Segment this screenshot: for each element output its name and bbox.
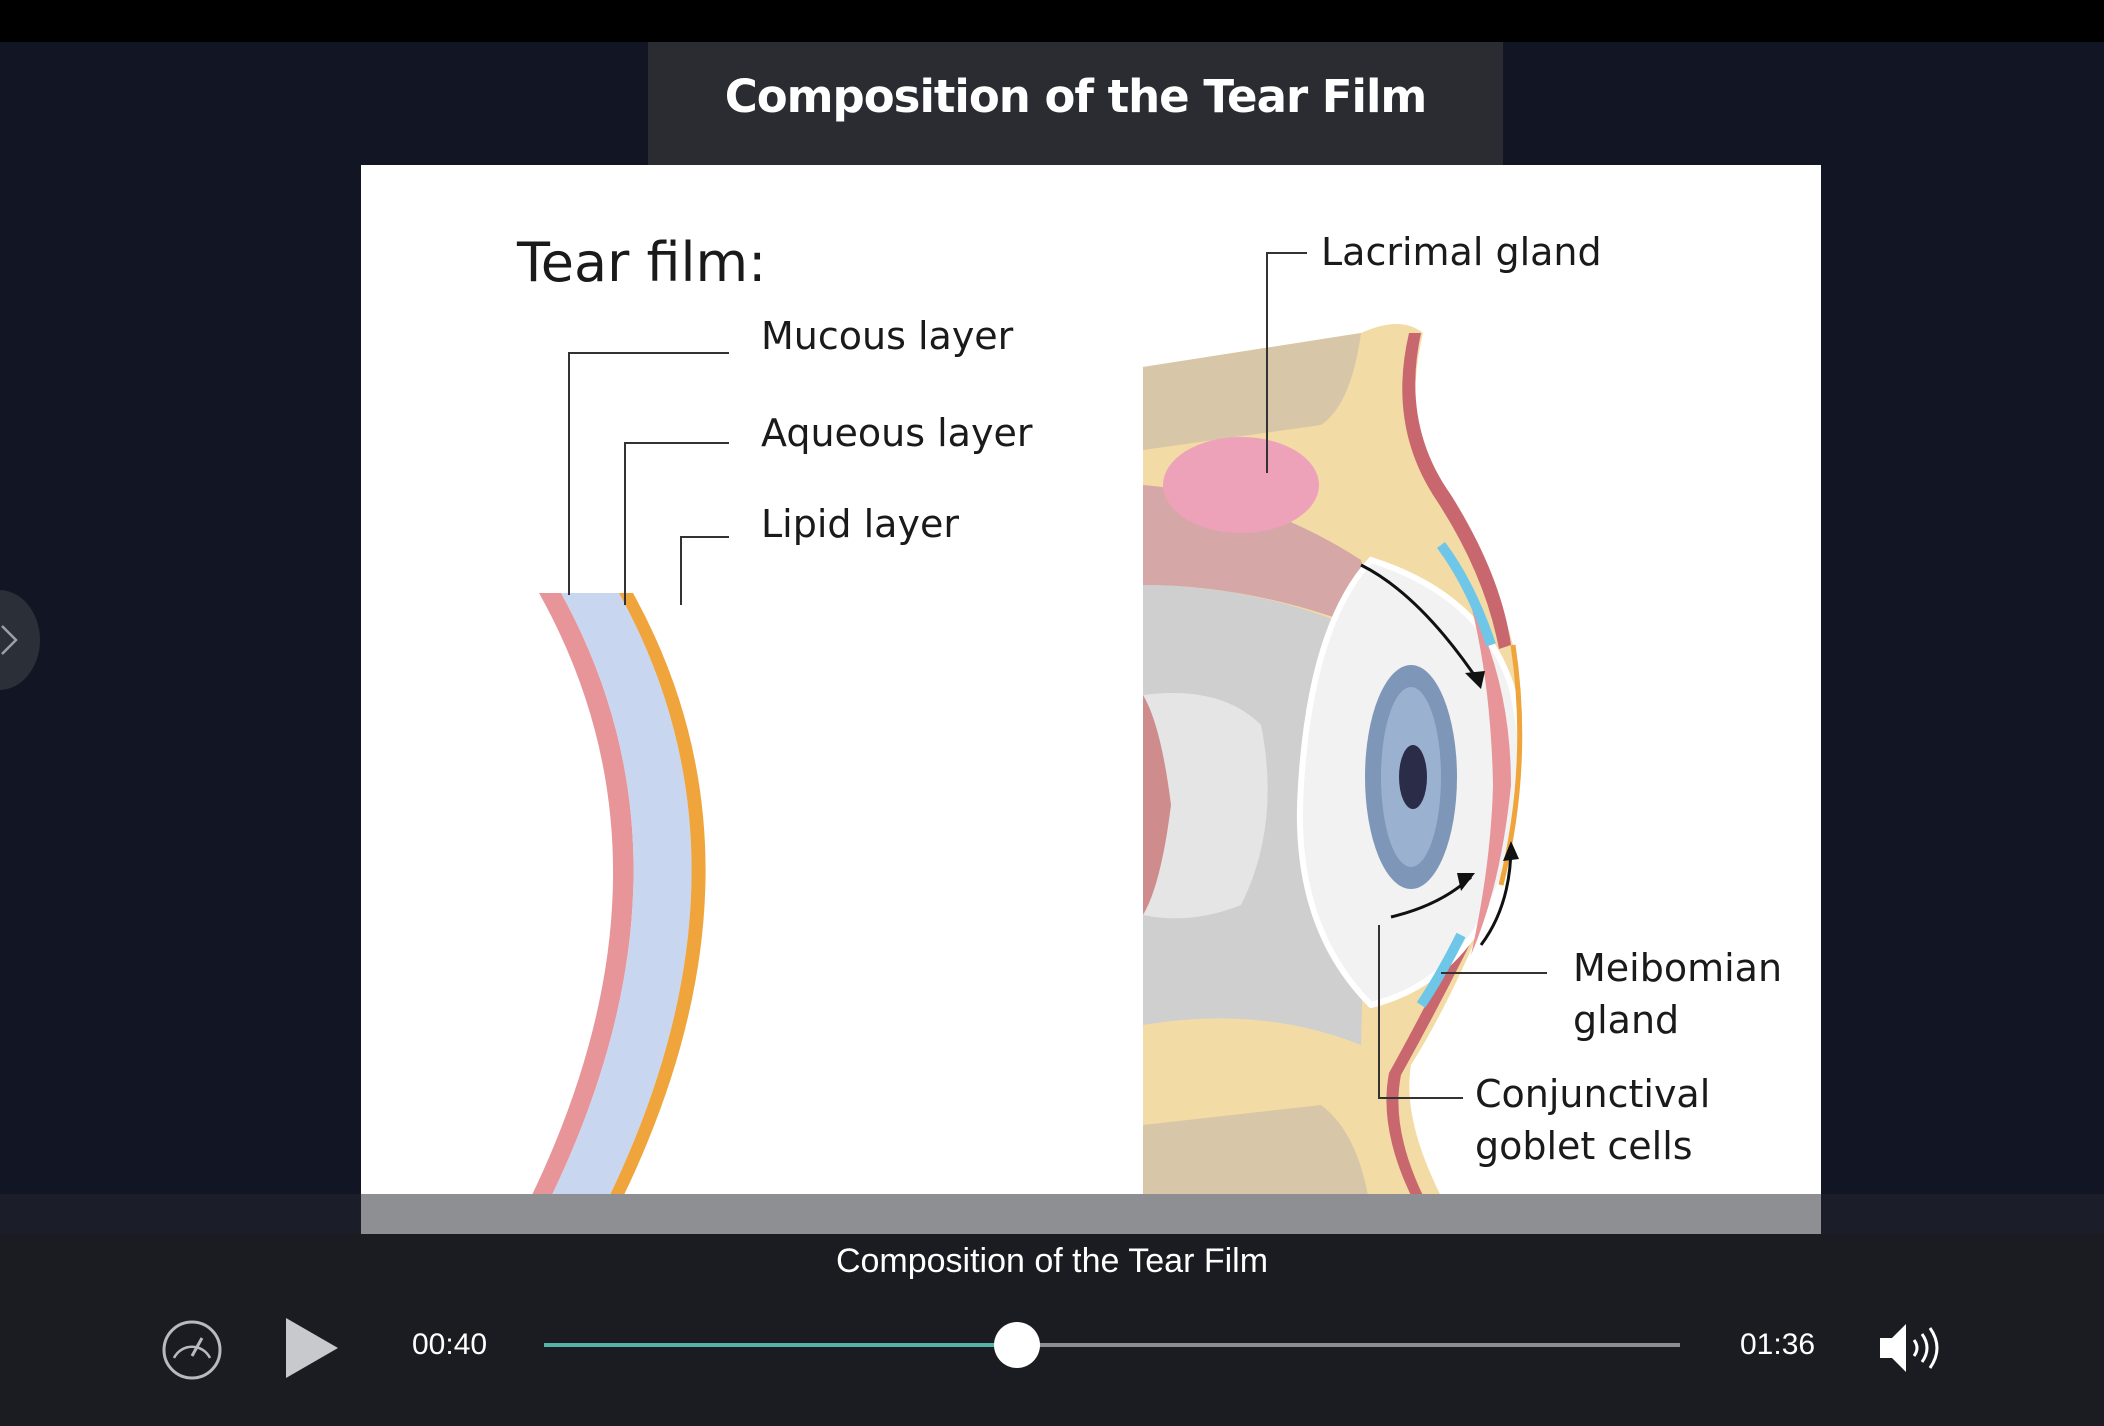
seek-bar[interactable]: [544, 1322, 1680, 1368]
total-time: 01:36: [1740, 1328, 1816, 1361]
slide-title-box: Composition of the Tear Film: [648, 42, 1503, 165]
mucous-layer-label: Mucous layer: [761, 314, 1014, 358]
meibomian-gland-label-line1: Meibomian: [1573, 946, 1783, 990]
chevron-right-icon: [1, 625, 18, 655]
goblet-cells-label-line2: goblet cells: [1475, 1124, 1693, 1168]
goblet-cells-label-line1: Conjunctival: [1475, 1072, 1711, 1116]
player-controls: [0, 1234, 2104, 1426]
speedometer-icon: [162, 1320, 222, 1380]
meibomian-gland-label-line2: gland: [1573, 998, 1680, 1042]
volume-icon: [1880, 1324, 1939, 1372]
caption-band-right: [1821, 1194, 2104, 1234]
slide-title: Composition of the Tear Film: [724, 70, 1428, 123]
tear-film-heading: Tear film:: [517, 231, 767, 294]
mucous-layer-band: [531, 593, 634, 1197]
current-time: 00:40: [412, 1328, 488, 1361]
lipid-layer-label: Lipid layer: [761, 502, 959, 546]
right-leader-lines: [1266, 252, 1547, 1099]
top-bar: [0, 0, 2104, 42]
video-caption: Composition of the Tear Film: [835, 1242, 1269, 1280]
eye-cross-section: [1143, 324, 1526, 1215]
tear-film-illustration: [531, 252, 1547, 1215]
aqueous-layer-band: [551, 593, 692, 1197]
left-leader-lines: [568, 352, 729, 605]
lipid-layer-band: [609, 593, 706, 1197]
play-icon: [286, 1318, 338, 1378]
slide-image: Tear film: Mucous layer Aqueous layer Li…: [361, 165, 1821, 1234]
playback-speed-button[interactable]: [160, 1318, 224, 1382]
caption-band: [361, 1194, 1821, 1234]
play-button[interactable]: [280, 1314, 344, 1382]
seek-bar-progress: [544, 1343, 1018, 1347]
aqueous-layer-label: Aqueous layer: [761, 411, 1033, 455]
caption-band-left: [0, 1194, 361, 1234]
lacrimal-gland-label: Lacrimal gland: [1321, 230, 1602, 274]
volume-button[interactable]: [1878, 1322, 1944, 1374]
seek-bar-thumb[interactable]: [994, 1322, 1041, 1368]
